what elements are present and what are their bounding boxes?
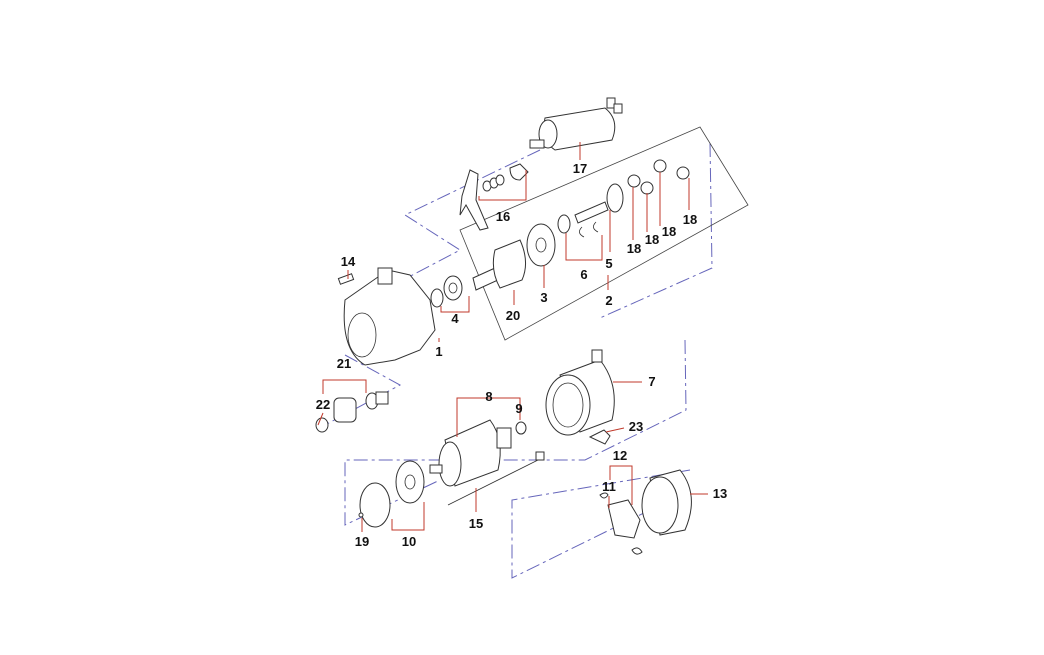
plate-part — [526, 223, 556, 267]
washer-part — [430, 288, 444, 308]
callout-21: 21 — [337, 356, 351, 371]
callout-10: 10 — [402, 534, 416, 549]
callout-22: 22 — [316, 397, 330, 412]
clip-part — [593, 221, 599, 233]
drive-housing-part — [343, 267, 436, 366]
clip-part — [579, 226, 585, 238]
callout-4: 4 — [451, 311, 459, 326]
callout-9: 9 — [515, 401, 522, 416]
washer-part — [443, 275, 463, 301]
callout-17: 17 — [573, 161, 587, 176]
through-bolt-part — [447, 457, 543, 506]
callout-13: 13 — [713, 486, 727, 501]
callout-2: 2 — [605, 293, 612, 308]
brush-holder-part — [599, 492, 643, 555]
washer-part — [515, 421, 527, 435]
armature-subassembly-box — [459, 126, 749, 341]
solenoid-part — [529, 97, 623, 151]
callout-18: 18 — [683, 212, 697, 227]
callout-18: 18 — [662, 224, 676, 239]
pinion-clutch-part — [472, 239, 526, 291]
callout-23: 23 — [629, 419, 643, 434]
callout-18: 18 — [645, 232, 659, 247]
planet-shaft-part — [574, 183, 624, 224]
lever-part — [459, 163, 529, 231]
callout-14: 14 — [341, 254, 356, 269]
callout-1: 1 — [435, 344, 442, 359]
washer-part — [557, 214, 571, 234]
end-cover-part — [359, 482, 391, 528]
callout-11: 11 — [602, 479, 616, 494]
end-frame-part — [641, 469, 692, 536]
leader-lines — [317, 142, 708, 532]
seal-part — [395, 460, 425, 504]
callout-16: 16 — [496, 209, 510, 224]
bushing-part — [588, 429, 611, 445]
pinion-gear-part — [315, 391, 389, 433]
callout-3: 3 — [540, 290, 547, 305]
callout-6: 6 — [580, 267, 587, 282]
callout-8: 8 — [485, 389, 492, 404]
planet-gear-part — [627, 174, 641, 188]
assembly-centerlines — [324, 142, 713, 579]
planet-gear-part — [653, 159, 667, 173]
o-ring-part — [358, 512, 364, 518]
callout-15: 15 — [469, 516, 483, 531]
yoke-part — [545, 349, 615, 436]
callout-19: 19 — [355, 534, 369, 549]
armature-part — [429, 419, 512, 487]
callout-20: 20 — [506, 308, 520, 323]
callout-12: 12 — [613, 448, 627, 463]
callout-5: 5 — [605, 256, 612, 271]
planet-gear-part — [640, 181, 654, 195]
planet-gear-part — [676, 166, 690, 180]
callout-labels: 17 16 18 18 18 18 14 6 5 2 3 20 4 1 21 2… — [316, 161, 727, 549]
callout-7: 7 — [648, 374, 655, 389]
callout-18: 18 — [627, 241, 641, 256]
bolt-part — [337, 273, 355, 285]
